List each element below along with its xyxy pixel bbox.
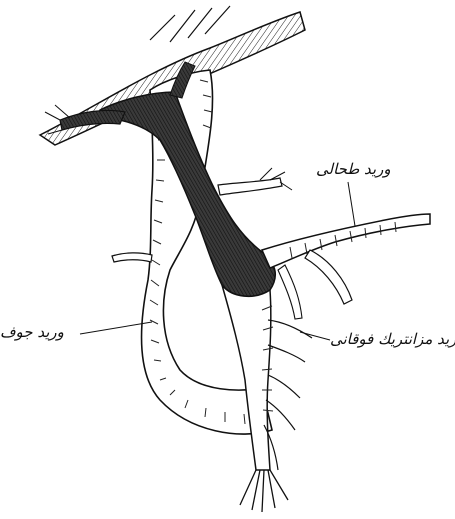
splenic-vein	[262, 214, 430, 319]
small-branch-upper	[218, 168, 292, 195]
leader-mesenteric	[300, 332, 330, 340]
label-superior-mesenteric-vein: وريد مزانتريك فوقانى	[330, 330, 455, 348]
label-vena-cava: وريد جوف	[0, 323, 64, 341]
label-splenic-vein: وريد طحالى	[316, 160, 391, 178]
leader-splenic	[348, 182, 355, 226]
